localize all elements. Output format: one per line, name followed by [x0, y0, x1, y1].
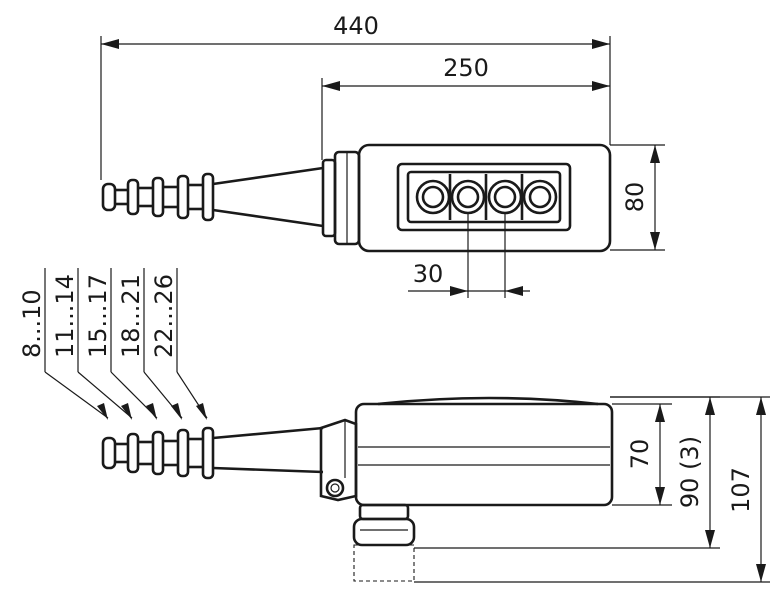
dim-30-label: 30 — [413, 260, 444, 288]
dim-440-label: 440 — [333, 12, 379, 40]
button-2 — [450, 179, 486, 215]
dim-250-label: 250 — [443, 54, 489, 82]
dim-button-pitch: 30 — [408, 213, 530, 298]
cable-gland-top — [101, 166, 324, 228]
dim-box-length: 250 — [321, 54, 610, 160]
button-plate-inner — [406, 170, 562, 224]
button-plate — [396, 162, 572, 232]
buttons — [415, 174, 558, 220]
cable-range-labels: 8...10 11...14 15...17 18...21 22...26 — [18, 268, 208, 420]
dim-total-height: 107 — [414, 396, 770, 583]
dim-height-with-button: 90 (3) — [414, 396, 720, 549]
cable-range-2: 11...14 — [51, 274, 79, 358]
cable-range-1: 8...10 — [18, 289, 46, 358]
bottom-connector — [352, 503, 416, 582]
pendant-box-top — [357, 143, 612, 253]
button-4 — [522, 179, 558, 215]
hanging-bracket — [319, 418, 358, 502]
cable-range-5: 22...26 — [150, 274, 178, 358]
dim-107-label: 107 — [727, 467, 755, 513]
dim-body-height: 70 — [612, 403, 672, 506]
cable-gland-side — [101, 426, 324, 480]
button-dome — [377, 396, 599, 406]
cable-range-4: 18...21 — [117, 274, 145, 358]
dim-overall-length: 440 — [100, 12, 611, 180]
pendant-box-side — [354, 402, 614, 507]
button-3 — [487, 179, 523, 215]
top-view: 440 250 80 30 — [100, 12, 665, 298]
dim-70-label: 70 — [626, 439, 654, 470]
button-1 — [415, 179, 451, 215]
cable-range-3: 15...17 — [84, 274, 112, 358]
side-view: 70 90 (3) 107 — [101, 396, 770, 583]
dim-80-label: 80 — [621, 182, 649, 213]
dim-box-width: 80 — [610, 144, 665, 251]
dim-90-label: 90 (3) — [676, 436, 704, 508]
gland-neck-top — [321, 150, 361, 246]
